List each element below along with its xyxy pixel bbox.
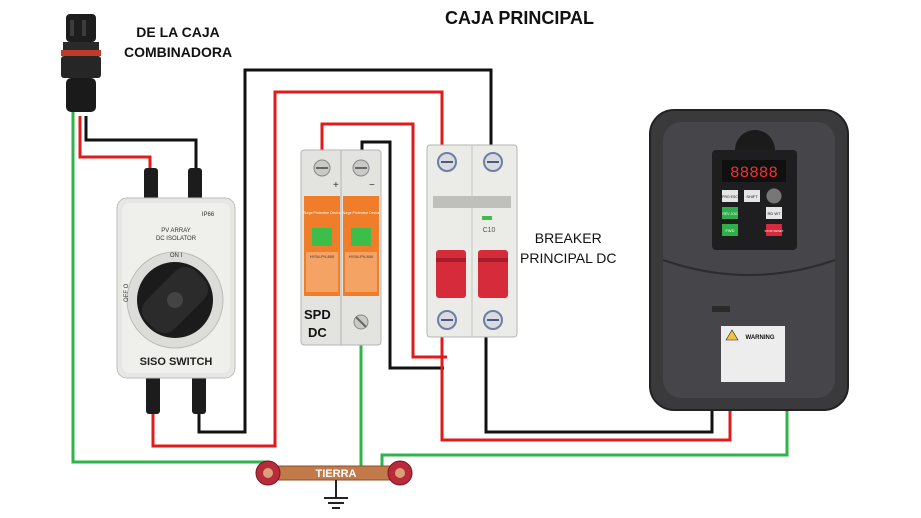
- positive-wire-spd: [320, 122, 447, 359]
- spd-label: SPD DC: [304, 306, 331, 342]
- positive-wire-isolator-breaker: [151, 90, 444, 448]
- diagram-title: CAJA PRINCIPAL: [445, 8, 595, 28]
- source-label-line1: DE LA CAJA: [136, 24, 220, 40]
- vfd-key-rd: RD WT: [767, 211, 781, 216]
- isolator-text-top2: DC ISOLATOR: [156, 236, 197, 242]
- combiner-connector: [61, 14, 101, 112]
- vfd-warning: WARNING: [746, 335, 775, 341]
- ground-bar: [255, 460, 413, 486]
- spd-label-line2: DC: [307, 325, 327, 340]
- vfd-text: 88888 PRG ESC SHIFT REV JOG RD WT FWD ST…: [722, 164, 783, 341]
- isolator-on: ON I: [170, 253, 183, 259]
- isolator-off: OFF O: [124, 283, 130, 302]
- spd-model-left: HY54-PV-800: [310, 254, 335, 259]
- dc-breaker: [426, 144, 518, 338]
- spd-label-line1: SPD: [304, 307, 331, 322]
- breaker-label-line1: BREAKER: [534, 230, 602, 246]
- positive-wire-source: [78, 116, 152, 170]
- ground-symbol-icon: [324, 480, 348, 509]
- ground-wire-source: [71, 112, 268, 464]
- isolator-text: PV ARRAY DC ISOLATOR IP66 ON I SISO SWIT…: [140, 212, 215, 368]
- positive-wire-breaker-vfd: [440, 336, 732, 442]
- vfd-key-stop: STOP RESET: [765, 229, 784, 233]
- dc-isolator: [116, 168, 236, 414]
- vfd-key-prg: PRG ESC: [722, 195, 738, 199]
- isolator-name: SISO SWITCH: [140, 356, 213, 368]
- spd-text: + − Surge Protective Device Surge Protec…: [303, 180, 380, 259]
- isolator-rating: IP66: [202, 212, 215, 218]
- breaker-label-line2: PRINCIPAL DC: [520, 250, 617, 266]
- positive-wires: [78, 90, 732, 448]
- source-label: DE LA CAJA COMBINADORA: [124, 22, 232, 62]
- negative-wire-spd: [360, 140, 444, 370]
- vfd-inverter: [649, 109, 849, 411]
- spd-minus: −: [369, 180, 375, 191]
- spd-brand-right: Surge Protective Device: [342, 211, 380, 215]
- negative-wire-source: [84, 116, 198, 170]
- negative-wire-isolator-breaker: [197, 68, 493, 434]
- vfd-display: 88888: [730, 164, 778, 182]
- isolator-text-top1: PV ARRAY: [161, 228, 191, 234]
- spd-model-right: HY54-PV-800: [349, 254, 374, 259]
- negative-wire-breaker-vfd: [484, 336, 714, 434]
- spd-plus: +: [333, 180, 339, 191]
- breaker-label: BREAKER PRINCIPAL DC: [520, 228, 616, 268]
- spd-device: [300, 149, 382, 346]
- vfd-key-rev: REV JOG: [722, 212, 738, 216]
- spd-brand-left: Surge Protective Device: [303, 211, 341, 215]
- ground-label: TIERRA: [316, 468, 357, 480]
- source-label-line2: COMBINADORA: [124, 44, 233, 60]
- vfd-key-shift: SHIFT: [746, 194, 758, 199]
- vfd-key-fwd: FWD: [725, 228, 734, 233]
- negative-wires: [84, 68, 714, 434]
- breaker-rating: C10: [483, 227, 496, 234]
